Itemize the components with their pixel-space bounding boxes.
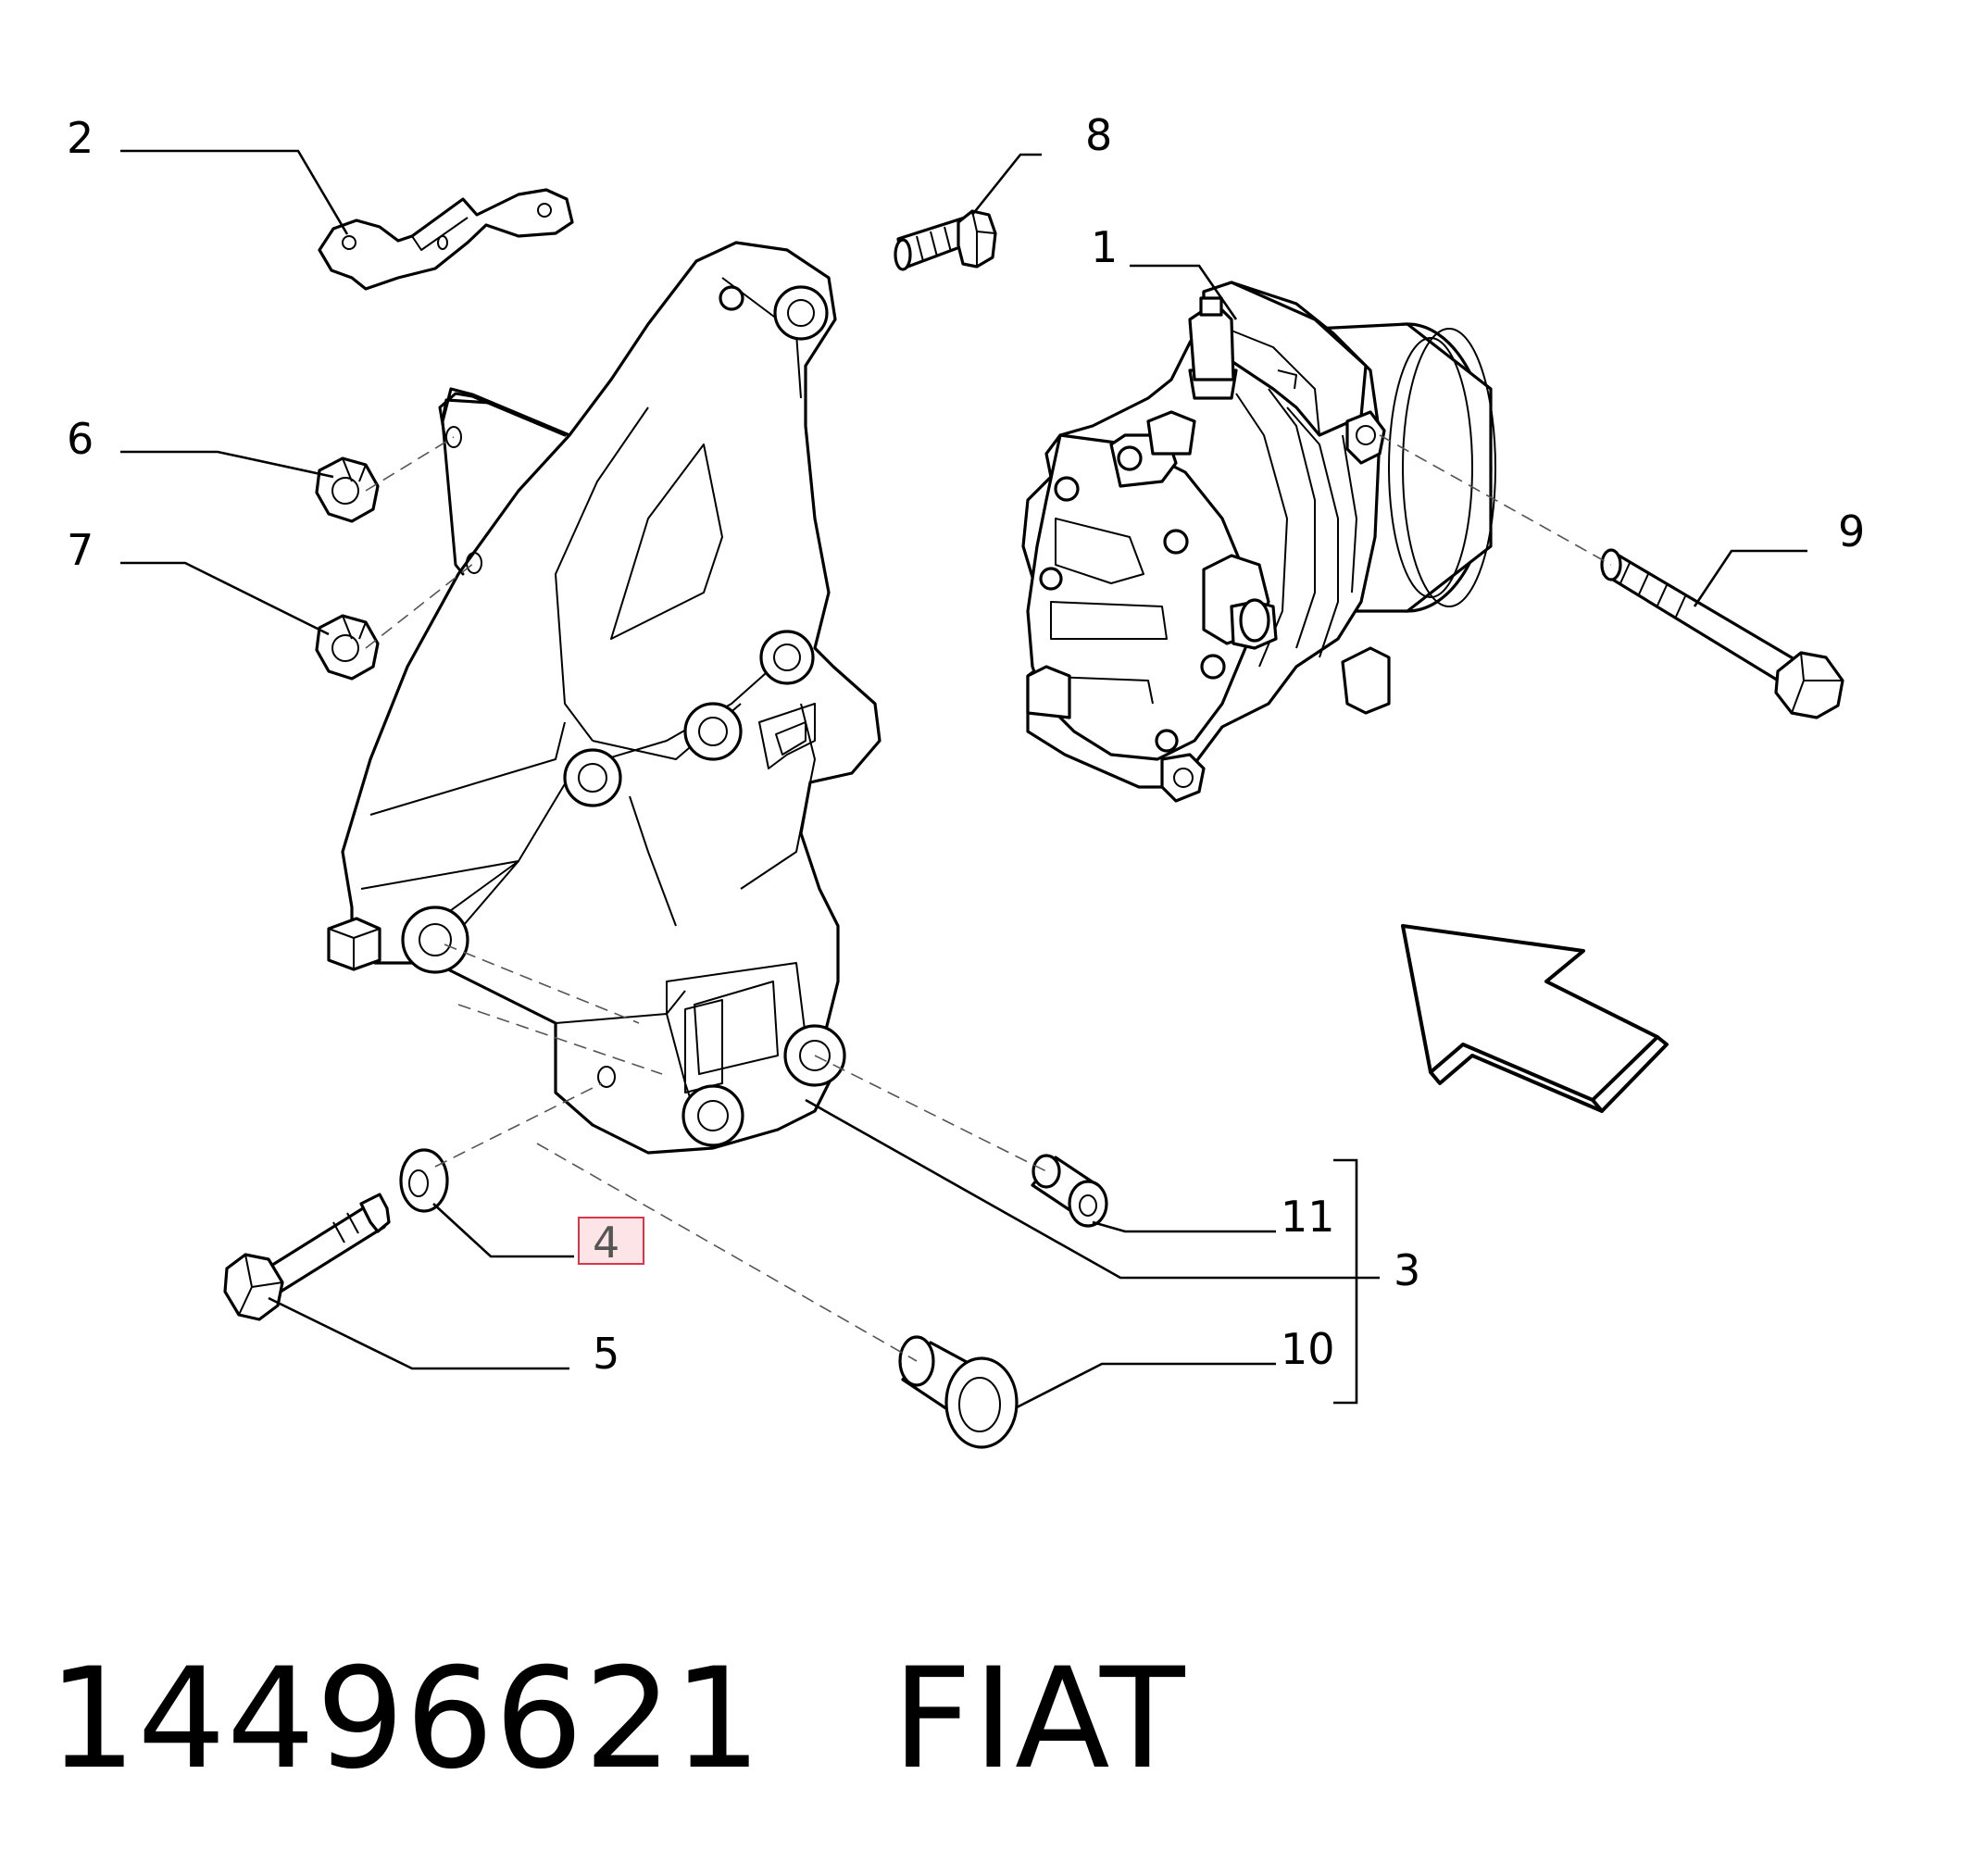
leader-lines — [120, 149, 1807, 1409]
ac-compressor-part-1 — [1021, 281, 1496, 803]
mounting-plate-part-2 — [318, 188, 574, 291]
callout-8: 8 — [1085, 110, 1112, 160]
callout-6: 6 — [67, 414, 94, 464]
nut-part-7 — [315, 614, 380, 681]
callout-2: 2 — [67, 113, 94, 163]
view-direction-arrow — [1401, 924, 1669, 1113]
callout-5: 5 — [593, 1329, 619, 1379]
bolt-part-5 — [223, 1193, 391, 1321]
callout-11: 11 — [1281, 1192, 1335, 1242]
bolt-part-8 — [894, 209, 997, 271]
part-number: 14496621 — [48, 1639, 763, 1800]
callout-labels: 2 8 1 6 7 9 4 11 3 5 10 — [67, 110, 1865, 1379]
highlight-box — [578, 1217, 644, 1265]
callout-9: 9 — [1838, 506, 1865, 556]
callout-4: 4 — [593, 1218, 619, 1268]
part-number-caption: 14496621 FIAT — [48, 1639, 1186, 1800]
callout-7: 7 — [67, 525, 94, 575]
washer-part-4 — [399, 1148, 449, 1213]
compressor-bracket — [327, 241, 881, 1155]
long-bolt-part-9 — [1600, 548, 1844, 719]
sleeve-part-11 — [1031, 1154, 1108, 1228]
bushing-part-10 — [898, 1335, 1019, 1449]
callout-3: 3 — [1394, 1245, 1420, 1295]
nut-part-6 — [315, 456, 380, 523]
callout-1: 1 — [1091, 222, 1118, 272]
assembly-lines — [365, 434, 1612, 1362]
brand-name: FIAT — [892, 1639, 1186, 1800]
callout-10: 10 — [1281, 1324, 1335, 1374]
